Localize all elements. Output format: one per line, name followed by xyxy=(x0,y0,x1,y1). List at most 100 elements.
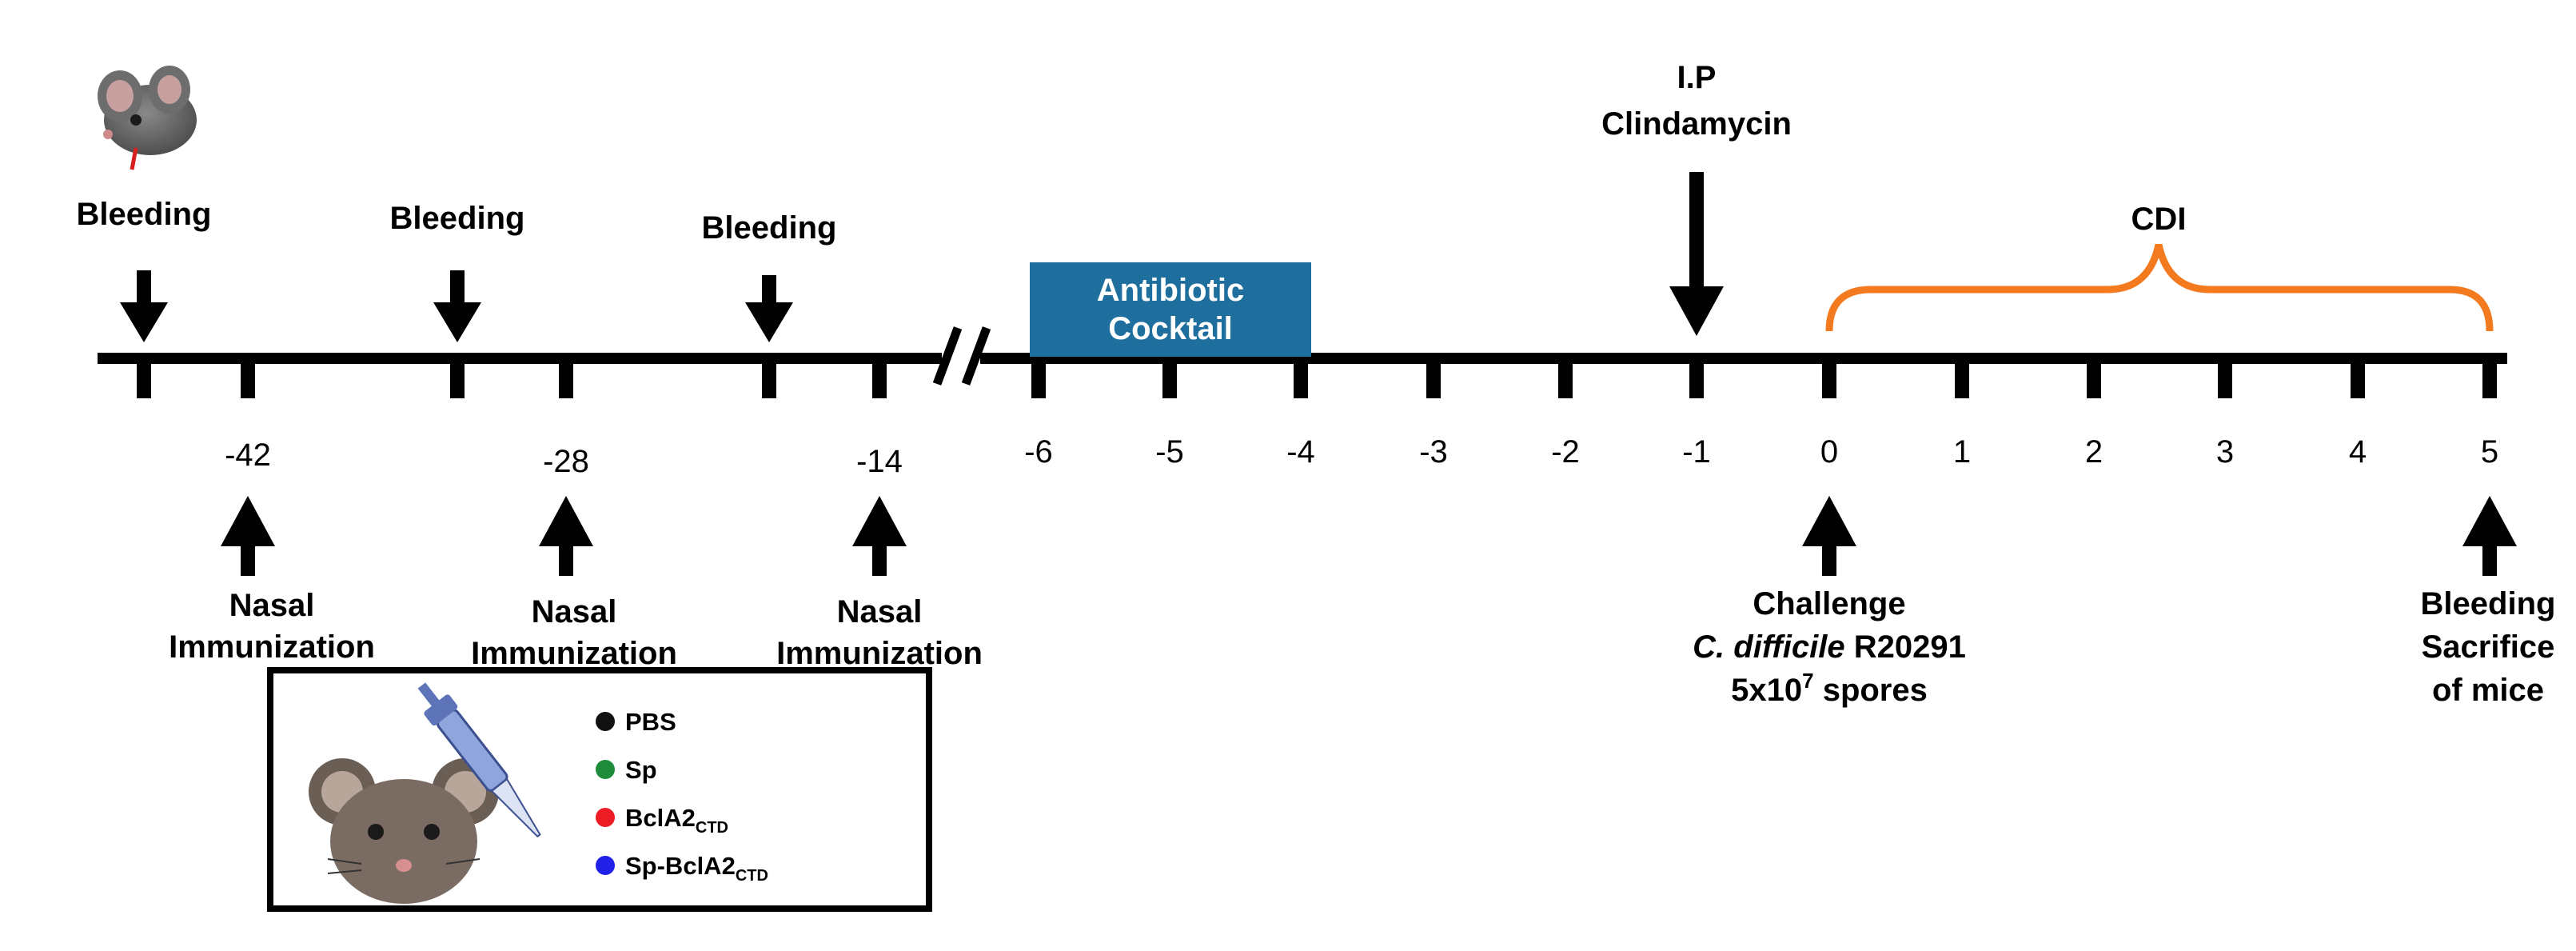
tick-mark-16 xyxy=(2218,358,2232,398)
ip-label-line1: I.P xyxy=(1677,60,1717,95)
tick-label-pre-2: -28 xyxy=(543,444,589,479)
tick-label-post-10: 3 xyxy=(2216,434,2234,470)
up-arrow-nasal-1 xyxy=(221,496,275,576)
legend-bcla2-sub: CTD xyxy=(696,819,728,837)
legend-dot-pbs xyxy=(596,712,615,731)
legend-dot-sp xyxy=(596,760,615,779)
tick-mark-9 xyxy=(1294,358,1308,398)
tick-label-post-6: -1 xyxy=(1682,434,1711,470)
nasal-immunization-1: Nasal Immunization xyxy=(169,588,375,665)
tick-mark-15 xyxy=(2087,358,2101,398)
cdi-label: CDI xyxy=(2131,202,2187,237)
legend-dot-bcla2 xyxy=(596,808,615,827)
nasal-label-3-line1: Nasal xyxy=(837,594,923,629)
end-label-line3: of mice xyxy=(2432,673,2544,708)
up-arrow-icon xyxy=(2462,496,2517,546)
tick-mark-4 xyxy=(559,358,573,398)
ip-label-line2: Clindamycin xyxy=(1601,106,1792,142)
legend-label-bcla2: BclA2CTD xyxy=(625,804,728,837)
tick-mark-17 xyxy=(2351,358,2365,398)
tick-mark-18 xyxy=(2482,358,2497,398)
tick-label-post-8: 1 xyxy=(1953,434,1971,470)
antibiotic-label-line1: Antibiotic xyxy=(1097,273,1244,308)
axis-break-left xyxy=(932,326,963,386)
legend-label-sp-bcla2: Sp-BclA2CTD xyxy=(625,852,768,885)
nasal-label-1-line2: Immunization xyxy=(169,629,375,665)
tick-label-post-1: -6 xyxy=(1024,434,1053,470)
up-arrow-icon xyxy=(539,496,593,546)
tick-label-post-9: 2 xyxy=(2085,434,2103,470)
cdi-bracket: CDI xyxy=(1825,202,2494,332)
nasal-immunization-3: Nasal Immunization xyxy=(776,594,983,671)
legend-sp-bcla2-sub: CTD xyxy=(736,867,768,885)
tick-mark-13 xyxy=(1822,358,1836,398)
axis-break-right xyxy=(961,326,991,386)
nasal-label-3-line2: Immunization xyxy=(776,636,983,671)
antibiotic-label-line2: Cocktail xyxy=(1108,311,1233,346)
down-arrow-icon xyxy=(1669,286,1724,336)
tick-mark-1 xyxy=(137,358,151,398)
challenge-dose-exponent: 7 xyxy=(1802,669,1813,693)
challenge-label-line3: 5x107 spores xyxy=(1731,669,1928,708)
tick-mark-7 xyxy=(1031,358,1046,398)
nasal-immunization-2: Nasal Immunization xyxy=(471,594,677,671)
mouse-bleeding-icon xyxy=(98,66,197,170)
bleeding-label-2: Bleeding xyxy=(390,201,525,236)
down-arrow-icon xyxy=(433,302,481,342)
timeline-axis xyxy=(98,326,2507,386)
tick-mark-11 xyxy=(1558,358,1573,398)
bleeding-event-1: Bleeding xyxy=(77,197,212,342)
antibiotic-box-fill xyxy=(1030,262,1311,357)
challenge-strain: R20291 xyxy=(1845,629,1966,665)
tick-mark-3 xyxy=(450,358,465,398)
bleeding-event-3: Bleeding xyxy=(702,210,837,342)
challenge-dose-base: 5x10 xyxy=(1731,673,1802,708)
tick-label-post-3: -4 xyxy=(1286,434,1315,470)
tick-labels: -42 -28 -14 -6 -5 -4 -3 -2 -1 0 1 2 3 4 … xyxy=(225,434,2498,479)
tick-mark-12 xyxy=(1689,358,1704,398)
tick-label-post-4: -3 xyxy=(1419,434,1448,470)
up-arrow-challenge xyxy=(1802,496,1856,576)
bleeding-label-3: Bleeding xyxy=(702,210,837,246)
tick-mark-6 xyxy=(872,358,887,398)
down-arrow-icon xyxy=(745,302,793,342)
bleeding-label-1: Bleeding xyxy=(77,197,212,232)
end-label-line1: Bleeding xyxy=(2421,586,2556,621)
challenge-event: Challenge C. difficile R20291 5x107 spor… xyxy=(1693,586,1966,708)
up-arrow-icon xyxy=(1802,496,1856,546)
challenge-species: C. difficile xyxy=(1693,629,1844,665)
bleeding-event-2: Bleeding xyxy=(390,201,525,342)
up-arrow-icon xyxy=(221,496,275,546)
nasal-label-1-line1: Nasal xyxy=(229,588,315,623)
end-event: Bleeding Sacrifice of mice xyxy=(2421,586,2556,708)
up-arrow-end xyxy=(2462,496,2517,576)
tick-label-post-12: 5 xyxy=(2481,434,2498,470)
legend-sp-bcla2-main: Sp-BclA2 xyxy=(625,852,736,880)
tick-label-pre-3: -14 xyxy=(856,444,903,479)
tick-mark-10 xyxy=(1426,358,1441,398)
legend-dot-sp-bcla2 xyxy=(596,856,615,875)
tick-mark-8 xyxy=(1162,358,1177,398)
legend-label-pbs: PBS xyxy=(625,708,676,736)
tick-label-post-2: -5 xyxy=(1155,434,1184,470)
down-arrow-icon xyxy=(120,302,168,342)
challenge-label-line2: C. difficile R20291 xyxy=(1693,629,1966,665)
mouse-nasal-pipette-icon xyxy=(309,682,541,904)
antibiotic-cocktail-box: Antibiotic Cocktail xyxy=(1030,262,1311,357)
legend-box: PBS Sp BclA2CTD Sp-BclA2CTD xyxy=(267,667,932,912)
tick-marks xyxy=(137,358,2497,398)
tick-mark-2 xyxy=(241,358,255,398)
legend-bcla2-main: BclA2 xyxy=(625,804,696,832)
tick-label-post-5: -2 xyxy=(1551,434,1580,470)
challenge-label-line1: Challenge xyxy=(1753,586,1905,621)
legend-label-sp: Sp xyxy=(625,756,657,784)
tick-label-post-7: 0 xyxy=(1820,434,1838,470)
cdi-brace-icon xyxy=(1825,243,2494,332)
ip-clindamycin-event: I.P Clindamycin xyxy=(1601,60,1792,336)
nasal-label-2-line1: Nasal xyxy=(532,594,617,629)
challenge-dose-unit: spores xyxy=(1814,673,1928,708)
end-label-line2: Sacrifice xyxy=(2422,629,2555,665)
tick-label-pre-1: -42 xyxy=(225,438,271,473)
up-arrow-nasal-3 xyxy=(852,496,907,576)
